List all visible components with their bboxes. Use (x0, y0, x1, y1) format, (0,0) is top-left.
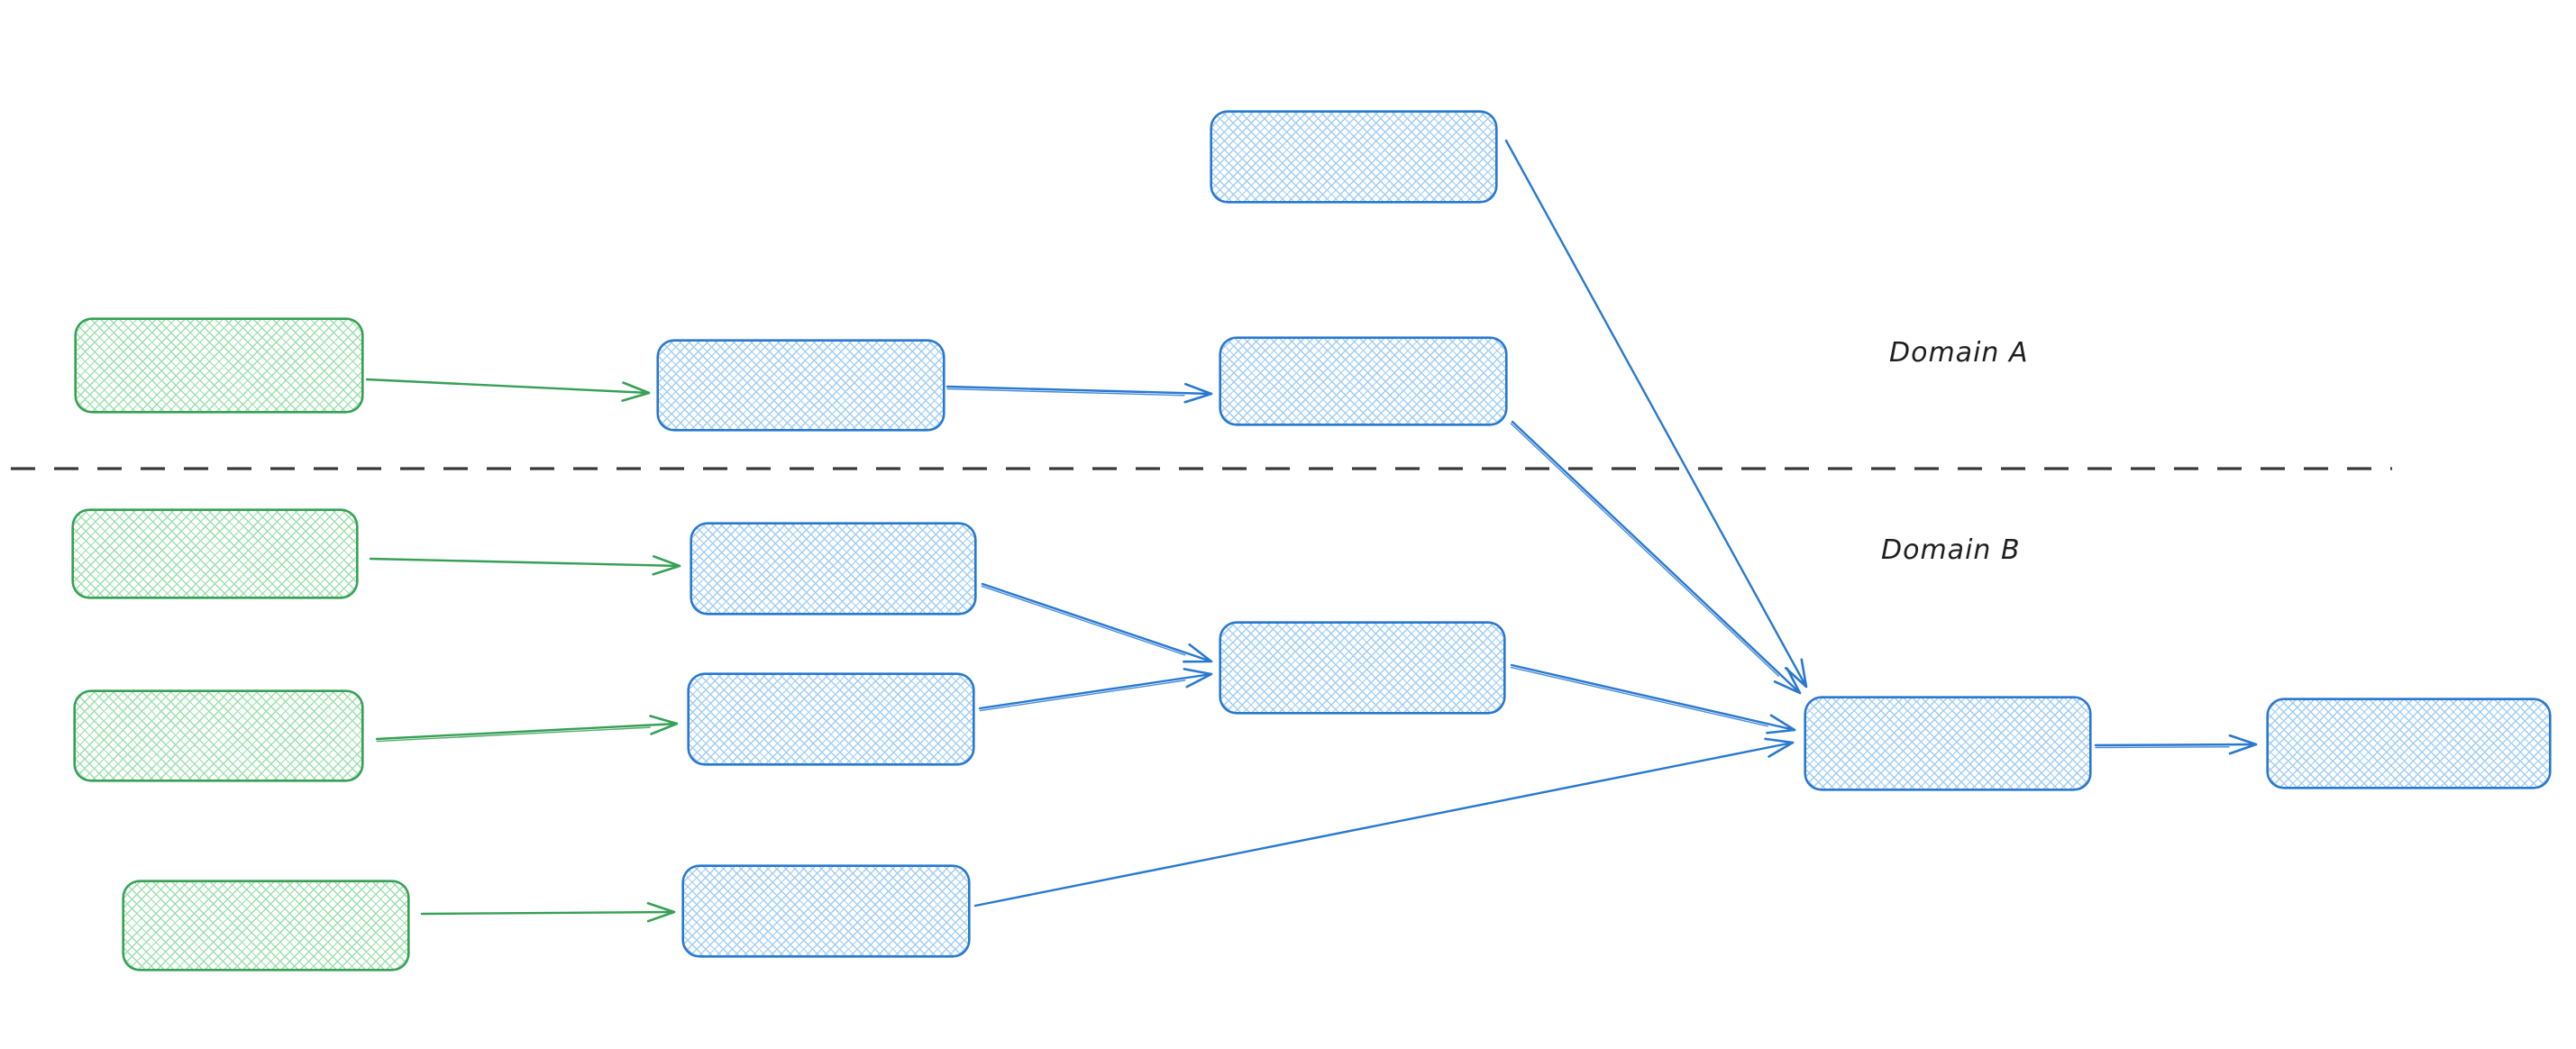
edge-overdraw-stroke (2095, 746, 2230, 749)
node-blue-top[interactable] (1210, 111, 1497, 203)
edge-blue-b3-to-blue-merge-main[interactable] (973, 737, 1795, 908)
edge-overdraw-stroke (1510, 666, 1768, 727)
edge-blue-b2-to-blue-b-merge[interactable] (978, 668, 1213, 712)
edge-blue-b1-to-blue-b-merge[interactable] (981, 582, 1213, 663)
edge-overdraw-stroke (946, 388, 1185, 397)
node-blue-b2[interactable] (688, 673, 974, 765)
domain-b-label: Domain B (1881, 534, 2021, 566)
edge-blue-top-to-blue-merge-main[interactable] (1504, 139, 1808, 689)
edge-green-b1-to-blue-b1[interactable] (369, 555, 681, 576)
node-green-b1[interactable] (72, 509, 358, 598)
node-blue-b3[interactable] (682, 865, 970, 957)
node-blue-output[interactable] (2267, 698, 2551, 789)
node-blue-b1[interactable] (690, 523, 976, 615)
edge-blue-b-merge-to-blue-merge-main[interactable] (1510, 663, 1796, 734)
node-green-b3[interactable] (123, 880, 409, 971)
node-blue-merge-main[interactable] (1804, 697, 2091, 790)
domain-a-label: Domain A (1889, 337, 2029, 369)
edge-blue-a1-to-blue-a2[interactable] (945, 382, 1213, 404)
edge-green-a-to-blue-a1[interactable] (365, 378, 651, 402)
node-green-b2[interactable] (74, 690, 363, 781)
edge-overdraw-stroke (979, 680, 1186, 712)
node-green-a[interactable] (75, 318, 363, 413)
node-blue-b-merge[interactable] (1219, 622, 1505, 714)
node-blue-a1[interactable] (657, 340, 945, 431)
edge-green-b2-to-blue-b2[interactable] (375, 715, 679, 743)
edge-blue-merge-main-to-blue-output[interactable] (2094, 734, 2258, 755)
edge-blue-a2-to-blue-merge-main[interactable] (1510, 420, 1802, 695)
edge-overdraw-stroke (376, 726, 651, 743)
node-blue-a2[interactable] (1219, 337, 1507, 425)
edge-overdraw-stroke (1510, 423, 1780, 678)
edge-green-b3-to-blue-b3[interactable] (420, 901, 676, 923)
edge-overdraw-stroke (981, 585, 1186, 656)
